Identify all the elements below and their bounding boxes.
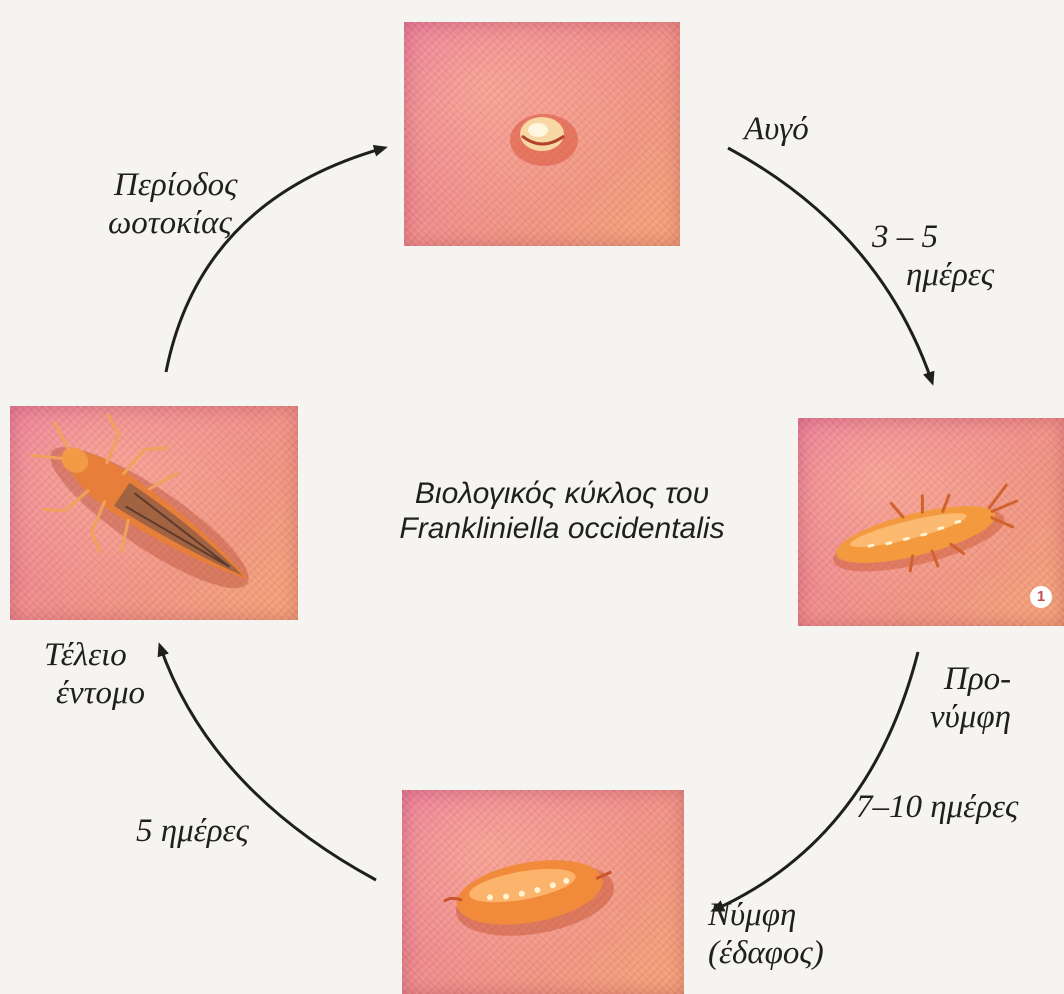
arrow-nymph-to-adult	[160, 646, 376, 880]
arrow-prenymph-to-nymph	[714, 652, 918, 910]
arrow-egg-to-prenymph	[728, 148, 932, 382]
arrow-adult-to-egg	[166, 148, 384, 372]
